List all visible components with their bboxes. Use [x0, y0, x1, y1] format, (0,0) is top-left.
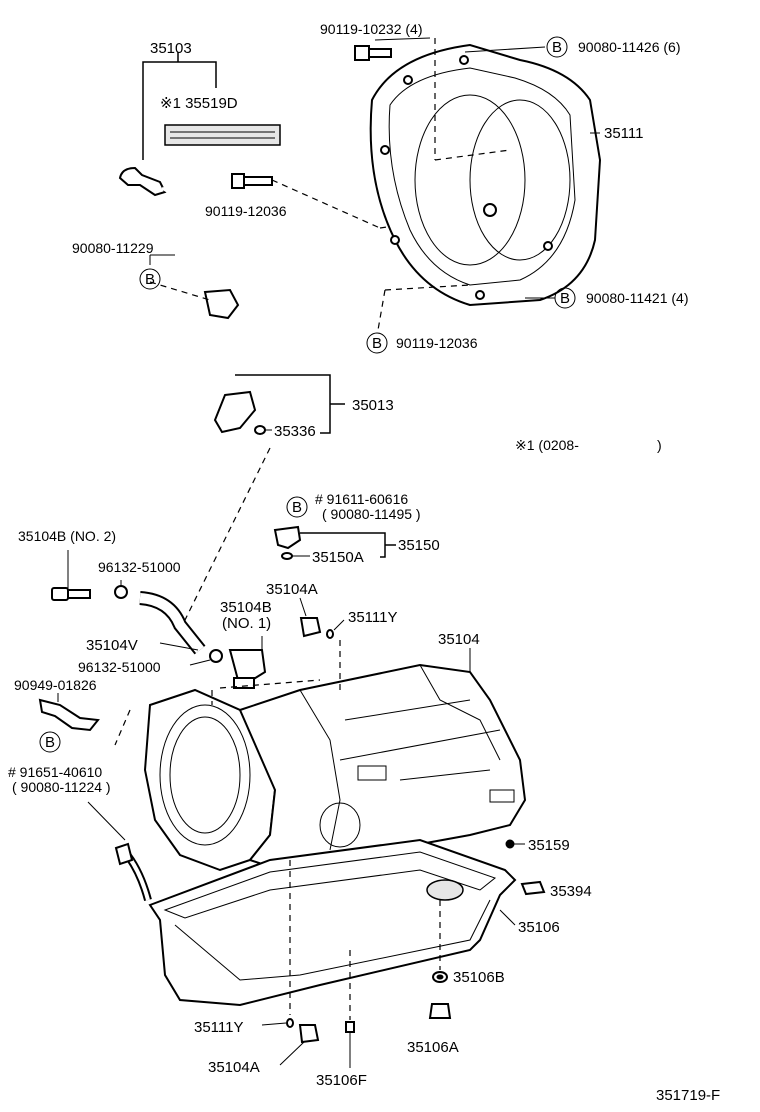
bolt-90119-10232	[354, 45, 392, 61]
bolt-35106f	[345, 1021, 355, 1068]
label-35104a-bottom: 35104A	[208, 1059, 260, 1076]
callout-b-5-text: B	[292, 499, 302, 516]
label-90949-01826: 90949-01826	[14, 677, 97, 693]
callout-b-4-text: B	[372, 335, 382, 352]
note-code: ※1 (0208-	[515, 437, 579, 453]
callout-b-4: B	[366, 332, 388, 354]
filler-tube	[114, 842, 152, 902]
seal-35159	[505, 839, 515, 849]
hose-35104v	[139, 591, 206, 655]
label-35104b-no2: 35104B (NO. 2)	[18, 528, 116, 544]
label-35111: 35111	[604, 125, 644, 142]
label-35336: 35336	[274, 423, 316, 440]
label-90119-12036-lower: 90119-12036	[396, 335, 478, 351]
label-35106: 35106	[518, 919, 560, 936]
label-90080-11224: ( 90080-11224 )	[12, 779, 111, 795]
clamp-96132-a	[114, 580, 128, 599]
label-35013: 35013	[352, 397, 394, 414]
label-90080-11229: 90080-11229	[72, 240, 154, 256]
tube-bracket	[203, 288, 240, 320]
callout-b-6: B	[39, 731, 61, 753]
label-35111y-bottom: 35111Y	[194, 1019, 244, 1036]
o-ring-35336	[254, 425, 266, 435]
fitting-35104b-no1	[228, 636, 267, 689]
gasket-35106b	[432, 971, 448, 983]
bracket-90949-01826	[38, 693, 100, 732]
label-35104v: 35104V	[86, 637, 138, 654]
plug-35104a-top	[299, 597, 322, 638]
label-91651-40610: # 91651-40610	[8, 764, 102, 780]
callout-b-2: B	[139, 268, 161, 290]
label-90080-11421: 90080-11421 (4)	[586, 290, 688, 306]
drain-plug-35106a	[428, 1003, 452, 1019]
sensor-35150	[273, 525, 396, 560]
plug-35104a-bottom	[298, 1024, 320, 1044]
callout-b-5: B	[286, 496, 308, 518]
label-35159: 35159	[528, 837, 570, 854]
clamp-96132-b	[189, 649, 223, 666]
label-90119-12036-upper: 90119-12036	[205, 203, 287, 219]
oring-35111y-bottom	[286, 1018, 294, 1028]
converter-housing-35111	[369, 38, 602, 307]
label-35104b-no1-sub: (NO. 1)	[222, 615, 271, 632]
caution-plate-35519d	[164, 124, 281, 146]
dipstick-handle	[118, 166, 167, 197]
reference-code: 351719-F	[656, 1087, 720, 1104]
label-35106f: 35106F	[316, 1072, 367, 1089]
transmission-35104	[143, 640, 527, 872]
gasket-35394	[520, 880, 546, 896]
label-35394: 35394	[550, 883, 592, 900]
label-90119-10232: 90119-10232 (4)	[320, 21, 422, 37]
label-35104: 35104	[438, 631, 480, 648]
callout-b-3: B	[554, 287, 576, 309]
label-35106b: 35106B	[453, 969, 505, 986]
label-35104a-top: 35104A	[266, 581, 318, 598]
label-35150: 35150	[398, 537, 440, 554]
label-35150a: 35150A	[312, 549, 364, 566]
callout-b-1-text: B	[552, 39, 562, 56]
note-close: )	[657, 437, 662, 453]
dipstick-group	[118, 52, 345, 435]
label-35106a: 35106A	[407, 1039, 459, 1056]
label-91611-60616: # 91611-60616	[315, 491, 408, 507]
callout-b-1: B	[546, 36, 568, 58]
label-35111y-top: 35111Y	[348, 609, 398, 626]
label-96132-51000-b: 96132-51000	[78, 659, 161, 675]
tube-lower-fitting	[213, 390, 257, 434]
label-35104b-no1: 35104B	[220, 599, 272, 616]
oil-pan-35106	[148, 838, 517, 1020]
plug-35104b-no2	[51, 550, 91, 601]
label-35103: 35103	[150, 40, 192, 57]
oring-35111y-top	[326, 619, 345, 639]
label-96132-51000-a: 96132-51000	[98, 559, 181, 575]
label-35519d: ※1 35519D	[160, 95, 238, 112]
callout-b-3-text: B	[560, 290, 570, 307]
label-90080-11426: 90080-11426 (6)	[578, 39, 680, 55]
label-90080-11495: ( 90080-11495 )	[322, 506, 421, 522]
callout-b-2-text: B	[145, 271, 155, 288]
callout-b-6-text: B	[45, 734, 55, 751]
